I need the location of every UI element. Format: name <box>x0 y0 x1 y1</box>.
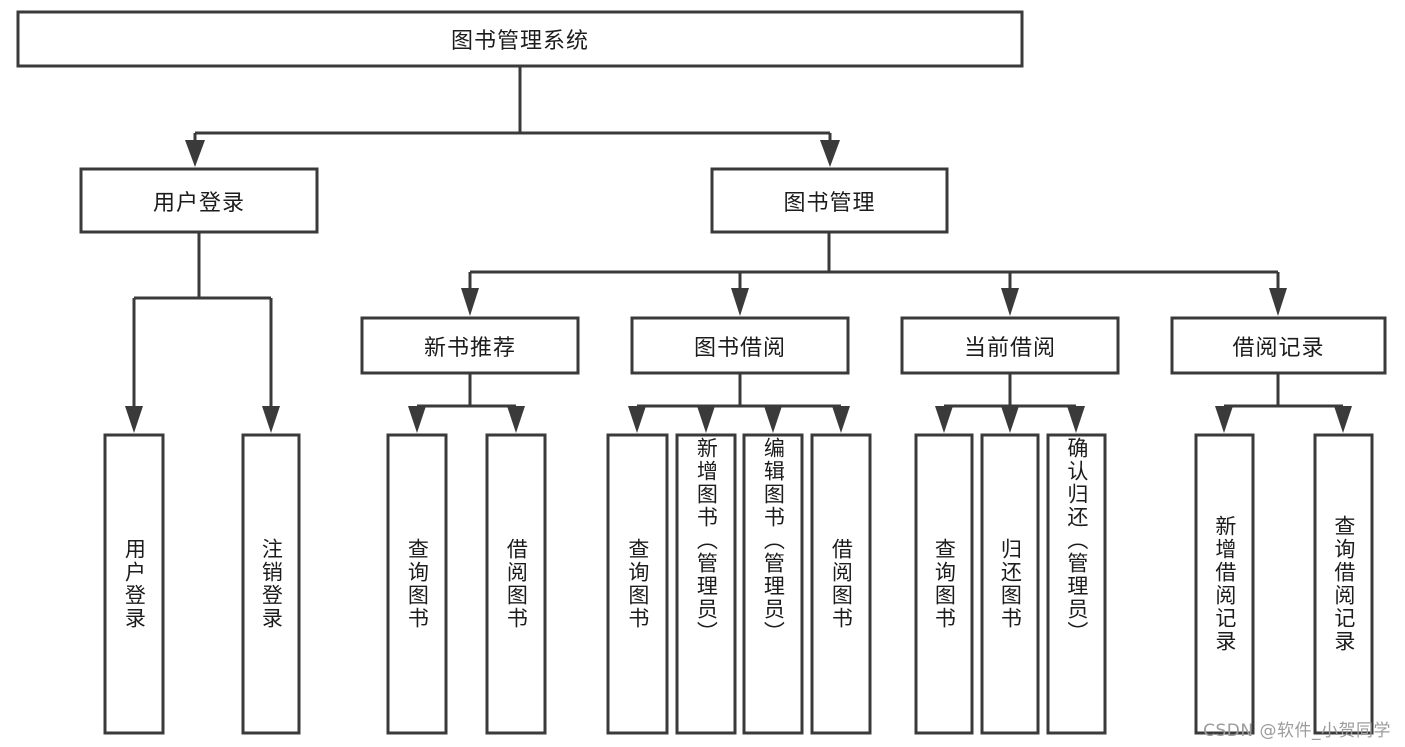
node-box-new-book-rec[interactable] <box>360 316 580 375</box>
edge-group-root <box>185 66 840 167</box>
node-box-book-manage[interactable] <box>710 167 949 234</box>
edge-group-user-login <box>125 232 280 433</box>
arrowhead-user-login <box>185 140 205 167</box>
edge-group-current-borrow <box>935 373 1085 433</box>
arrowhead-nbr-borrow-book <box>507 406 525 433</box>
node-box-user-login[interactable] <box>79 167 319 234</box>
node-box-leaf-br-add-record[interactable] <box>1194 433 1255 735</box>
node-box-borrow-record[interactable] <box>1170 316 1387 375</box>
node-box-root[interactable] <box>16 10 1024 68</box>
node-box-leaf-cb-return-book[interactable] <box>980 433 1040 735</box>
node-box-leaf-nbr-borrow-book[interactable] <box>485 433 547 735</box>
arrowhead-cb-query-book <box>935 406 953 433</box>
node-box-leaf-user-login[interactable] <box>103 433 165 735</box>
node-box-leaf-bb-query-book[interactable] <box>606 433 669 735</box>
edge-group-new-book-rec <box>408 373 525 433</box>
node-box-leaf-br-query-record[interactable] <box>1313 433 1374 735</box>
arrowhead-br-add-record <box>1215 406 1233 433</box>
arrowhead-cb-confirm-return <box>1067 406 1085 433</box>
arrowhead-bb-add-book <box>697 406 715 433</box>
arrowhead-borrow-record <box>1269 288 1287 316</box>
arrowhead-bb-query-book <box>628 406 646 433</box>
arrowhead-bb-borrow-book <box>832 406 850 433</box>
arrowhead-book-manage <box>820 140 840 167</box>
arrowhead-bb-edit-book <box>764 406 782 433</box>
node-box-current-borrow[interactable] <box>900 316 1120 375</box>
arrowhead-book-borrow <box>731 288 749 316</box>
node-box-leaf-bb-edit-book[interactable] <box>742 433 804 735</box>
edge-group-borrow-record <box>1215 373 1352 433</box>
node-box-leaf-cb-query-book[interactable] <box>914 433 974 735</box>
arrowhead-current-borrow <box>1001 288 1019 316</box>
arrowhead-nbr-query-book <box>408 406 426 433</box>
arrowhead-cb-return-book <box>1001 406 1019 433</box>
node-box-leaf-nbr-query-book[interactable] <box>386 433 448 735</box>
node-box-leaf-bb-add-book[interactable] <box>675 433 737 735</box>
edge-group-book-borrow <box>628 373 850 433</box>
arrowhead-leaf-logout <box>262 406 280 433</box>
arrowhead-br-query-record <box>1334 406 1352 433</box>
arrowhead-leaf-user-login <box>125 406 143 433</box>
arrowhead-new-book-rec <box>461 288 479 316</box>
node-box-leaf-bb-borrow-book[interactable] <box>810 433 872 735</box>
csdn-watermark: CSDN @软件_小贺同学 <box>1203 721 1391 741</box>
node-box-leaf-cb-confirm-return[interactable] <box>1046 433 1107 735</box>
node-box-book-borrow[interactable] <box>630 316 850 375</box>
edge-group-book-manage <box>461 232 1287 316</box>
node-box-leaf-logout[interactable] <box>241 433 301 735</box>
